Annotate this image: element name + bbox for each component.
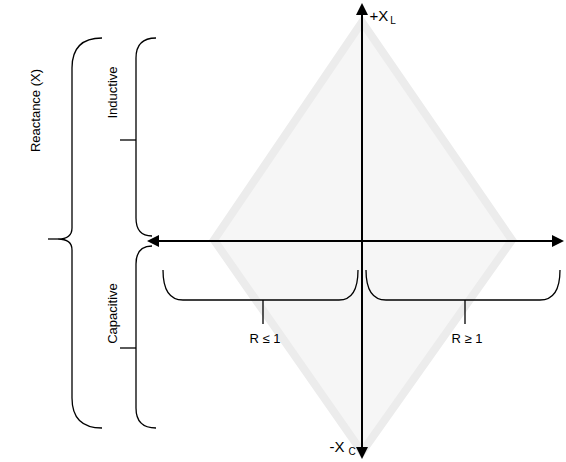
group-label: Inductive — [105, 66, 118, 118]
arrowhead — [552, 235, 564, 247]
arrowhead — [356, 3, 368, 15]
resistance-low-tick — [262, 300, 263, 324]
range-label: R ≥ 1 — [452, 332, 483, 345]
vertical-axis — [361, 12, 363, 451]
resistance-low-bracket — [163, 270, 358, 300]
inductive-tick — [120, 139, 136, 140]
inductive-bracket — [136, 38, 156, 236]
capacitive-bracket — [136, 246, 156, 428]
group-label: Reactance (X) — [30, 68, 43, 151]
axis-subscript: C — [348, 447, 355, 457]
capacitive-tick — [120, 347, 136, 348]
axis-label: -X — [330, 439, 345, 454]
axis-subscript: L — [390, 16, 396, 26]
reactance-bracket — [58, 38, 102, 428]
group-label: Capacitive — [105, 283, 118, 344]
reactance-tick — [48, 238, 58, 239]
horizontal-axis — [156, 240, 556, 242]
resistance-high-bracket — [366, 270, 560, 300]
arrowhead — [356, 447, 368, 459]
range-label: R ≤ 1 — [250, 332, 281, 345]
resistance-high-tick — [464, 300, 465, 324]
arrowhead — [147, 235, 159, 247]
axis-label: +X — [370, 8, 389, 23]
